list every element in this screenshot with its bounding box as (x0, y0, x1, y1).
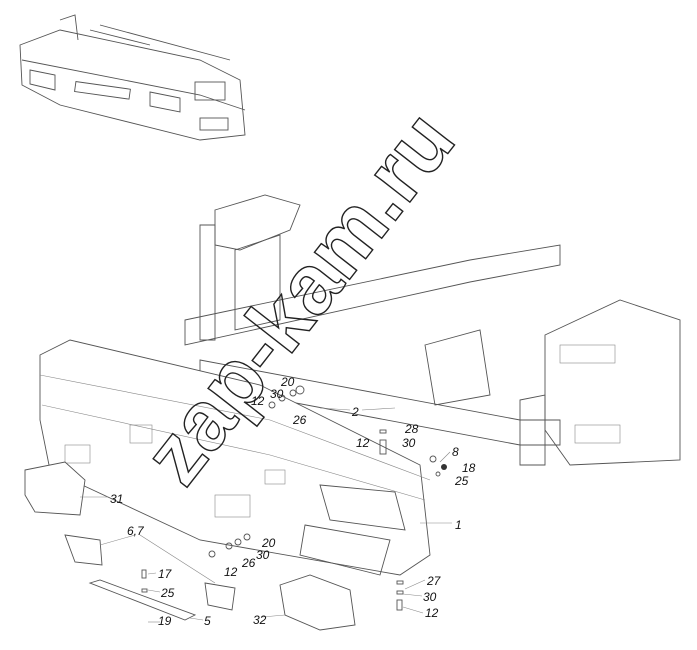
callout: 8 (452, 445, 459, 459)
overview-inset (19, 14, 246, 141)
fog-light-right (279, 574, 356, 631)
callout: 20 (280, 375, 295, 389)
bumper (39, 339, 431, 576)
fasteners (141, 385, 447, 611)
callout: 12 (356, 436, 370, 450)
frame (184, 194, 681, 466)
callout: 31 (110, 492, 123, 506)
callout: 2 (351, 405, 359, 419)
callout: 26 (292, 413, 307, 427)
callout: 28 (404, 422, 419, 436)
callout: 12 (251, 394, 265, 408)
callout-labels: 20 30 12 26 2 28 30 12 8 18 25 31 1 6,7 … (110, 375, 476, 628)
callout: 25 (454, 474, 469, 488)
step-plate (88, 579, 197, 621)
callout: 30 (256, 548, 270, 562)
callout: 18 (462, 461, 476, 475)
callout: 6,7 (127, 524, 145, 538)
callout: 25 (160, 586, 175, 600)
callout: 30 (270, 387, 284, 401)
callout: 26 (241, 556, 256, 570)
callout: 30 (423, 590, 437, 604)
cover-left (64, 534, 103, 566)
callout: 1 (455, 518, 462, 532)
callout: 20 (261, 536, 276, 550)
callout: 12 (425, 606, 439, 620)
callout: 17 (158, 567, 173, 581)
callout: 19 (158, 614, 172, 628)
callout: 30 (402, 436, 416, 450)
leader-lines (80, 407, 452, 623)
cover-right (204, 582, 236, 611)
callout: 32 (253, 613, 267, 627)
callout: 27 (426, 574, 442, 588)
fog-light-left (24, 461, 86, 516)
callout: 12 (224, 565, 238, 579)
callout: 5 (204, 614, 211, 628)
